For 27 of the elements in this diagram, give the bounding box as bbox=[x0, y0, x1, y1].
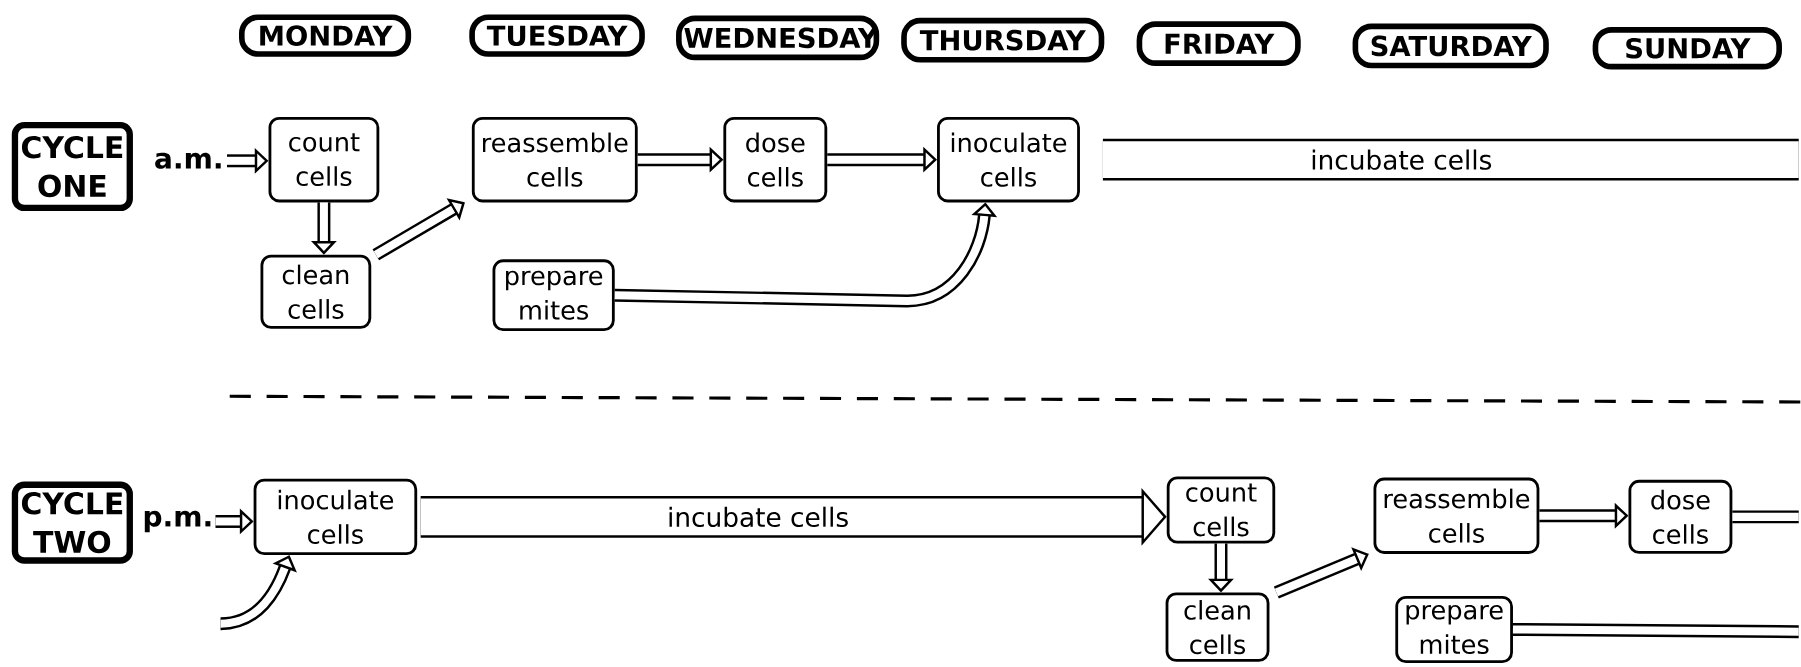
task-box: inoculate cells bbox=[253, 478, 418, 555]
day-label: SUNDAY bbox=[1592, 26, 1782, 70]
block-arrow bbox=[372, 198, 465, 261]
day-label: WEDNESDAY bbox=[676, 15, 880, 61]
task-box: clean cells bbox=[1165, 592, 1270, 662]
task-box: count cells bbox=[268, 116, 380, 203]
day-label: MONDAY bbox=[239, 14, 412, 57]
day-label: THURSDAY bbox=[901, 17, 1105, 63]
task-box: clean cells bbox=[260, 254, 372, 329]
task-box: reassemble cells bbox=[1373, 477, 1540, 554]
day-label: SATURDAY bbox=[1352, 23, 1549, 69]
edge-label: incubate cells bbox=[1306, 145, 1496, 174]
task-box: dose cells bbox=[723, 116, 828, 203]
task-box: count cells bbox=[1166, 476, 1276, 544]
task-box: prepare mites bbox=[492, 259, 615, 331]
task-box: reassemble cells bbox=[471, 116, 638, 203]
time-label: a.m. bbox=[155, 152, 221, 169]
block-arrow bbox=[1273, 547, 1369, 599]
task-box: prepare mites bbox=[1395, 595, 1513, 663]
day-label: FRIDAY bbox=[1136, 21, 1301, 66]
day-label: TUESDAY bbox=[469, 14, 645, 57]
task-box: dose cells bbox=[1628, 479, 1733, 554]
cycle-box: CYCLE TWO bbox=[11, 481, 133, 564]
edge-label: incubate cells bbox=[663, 503, 853, 531]
task-box: inoculate cells bbox=[937, 116, 1080, 203]
time-label: p.m. bbox=[144, 510, 211, 533]
cycle-box: CYCLE ONE bbox=[11, 121, 133, 211]
